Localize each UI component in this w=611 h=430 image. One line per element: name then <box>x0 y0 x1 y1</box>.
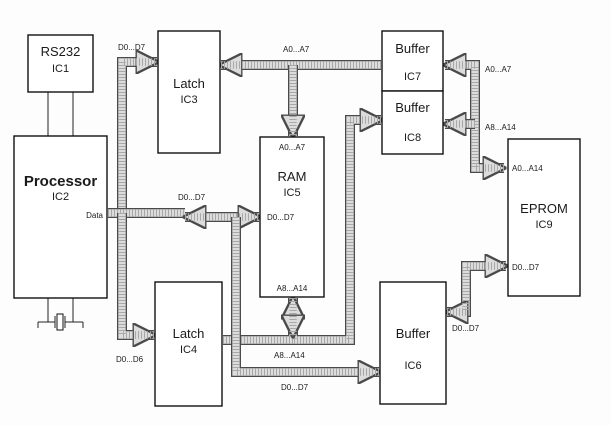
processor-sub: IC2 <box>52 191 69 203</box>
crystal-icon <box>37 298 84 331</box>
bus-buf7-to-eprom <box>445 65 504 168</box>
bus-label-latch4-in: D0...D6 <box>116 355 144 364</box>
bus-label-buf8-out: A8...A14 <box>485 123 516 132</box>
buffer-ic8-block: Buffer IC8 <box>381 90 444 155</box>
bus-label-buf7-out: A0...A7 <box>485 65 512 74</box>
latch-ic3-sub: IC3 <box>180 94 197 106</box>
eprom-title: EPROM <box>520 201 568 216</box>
ram-title: RAM <box>278 169 307 184</box>
ram-port-a8a14: A8...A14 <box>277 284 308 293</box>
eprom-sub: IC9 <box>535 219 552 231</box>
processor-block: Processor IC2 Data <box>13 135 108 299</box>
bus-d0d7-to-buf6 <box>231 217 379 372</box>
eprom-block: A0...A14 EPROM IC9 D0...D7 <box>507 138 581 297</box>
bus-layer <box>108 62 506 372</box>
buffer-ic6-block: Buffer IC6 <box>379 281 447 405</box>
bus-latch4-in <box>117 213 154 335</box>
ram-port-d0d7: D0...D7 <box>267 213 295 222</box>
processor-data-port: Data <box>86 211 103 220</box>
bus-label-a0a7-top: A0...A7 <box>283 45 310 54</box>
buffer-ic6-sub: IC6 <box>404 360 421 372</box>
ram-sub: IC5 <box>283 187 300 199</box>
latch-ic3-title: Latch <box>173 76 205 91</box>
eprom-port-a0a14: A0...A14 <box>512 164 543 173</box>
eprom-port-d0d7: D0...D7 <box>512 263 540 272</box>
rs232-title: RS232 <box>41 44 81 59</box>
buffer-ic7-block: Buffer IC7 <box>381 30 444 92</box>
buffer-ic8-title: Buffer <box>395 100 430 115</box>
bus-label-data-mid: D0...D7 <box>178 193 206 202</box>
rs232-block: RS232 IC1 <box>27 34 94 93</box>
bus-label-buf6-out: D0...D7 <box>452 324 480 333</box>
processor-title: Processor <box>24 173 98 190</box>
latch-ic4-sub: IC4 <box>180 344 197 356</box>
buffer-ic7-sub: IC7 <box>404 71 421 83</box>
latch-ic4-block: Latch IC4 <box>154 281 223 407</box>
ram-port-a0a7: A0...A7 <box>279 143 306 152</box>
buffer-ic8-sub: IC8 <box>404 132 421 144</box>
bus-buf6-to-eprom <box>447 266 506 312</box>
bus-latch3-in <box>117 62 157 213</box>
latch-ic4-title: Latch <box>173 326 205 341</box>
buffer-ic6-title: Buffer <box>396 326 431 341</box>
bus-label-latch3-in: D0...D7 <box>118 43 146 52</box>
rs232-sub: IC1 <box>52 63 69 75</box>
ram-block: A0...A7 RAM IC5 D0...D7 A8...A14 <box>259 136 325 298</box>
buffer-ic7-title: Buffer <box>395 41 430 56</box>
bus-label-a8a14-bottom: A8...A14 <box>274 351 305 360</box>
bus-label-d0d7-bottom: D0...D7 <box>281 383 309 392</box>
latch-ic3-block: Latch IC3 <box>157 30 221 154</box>
